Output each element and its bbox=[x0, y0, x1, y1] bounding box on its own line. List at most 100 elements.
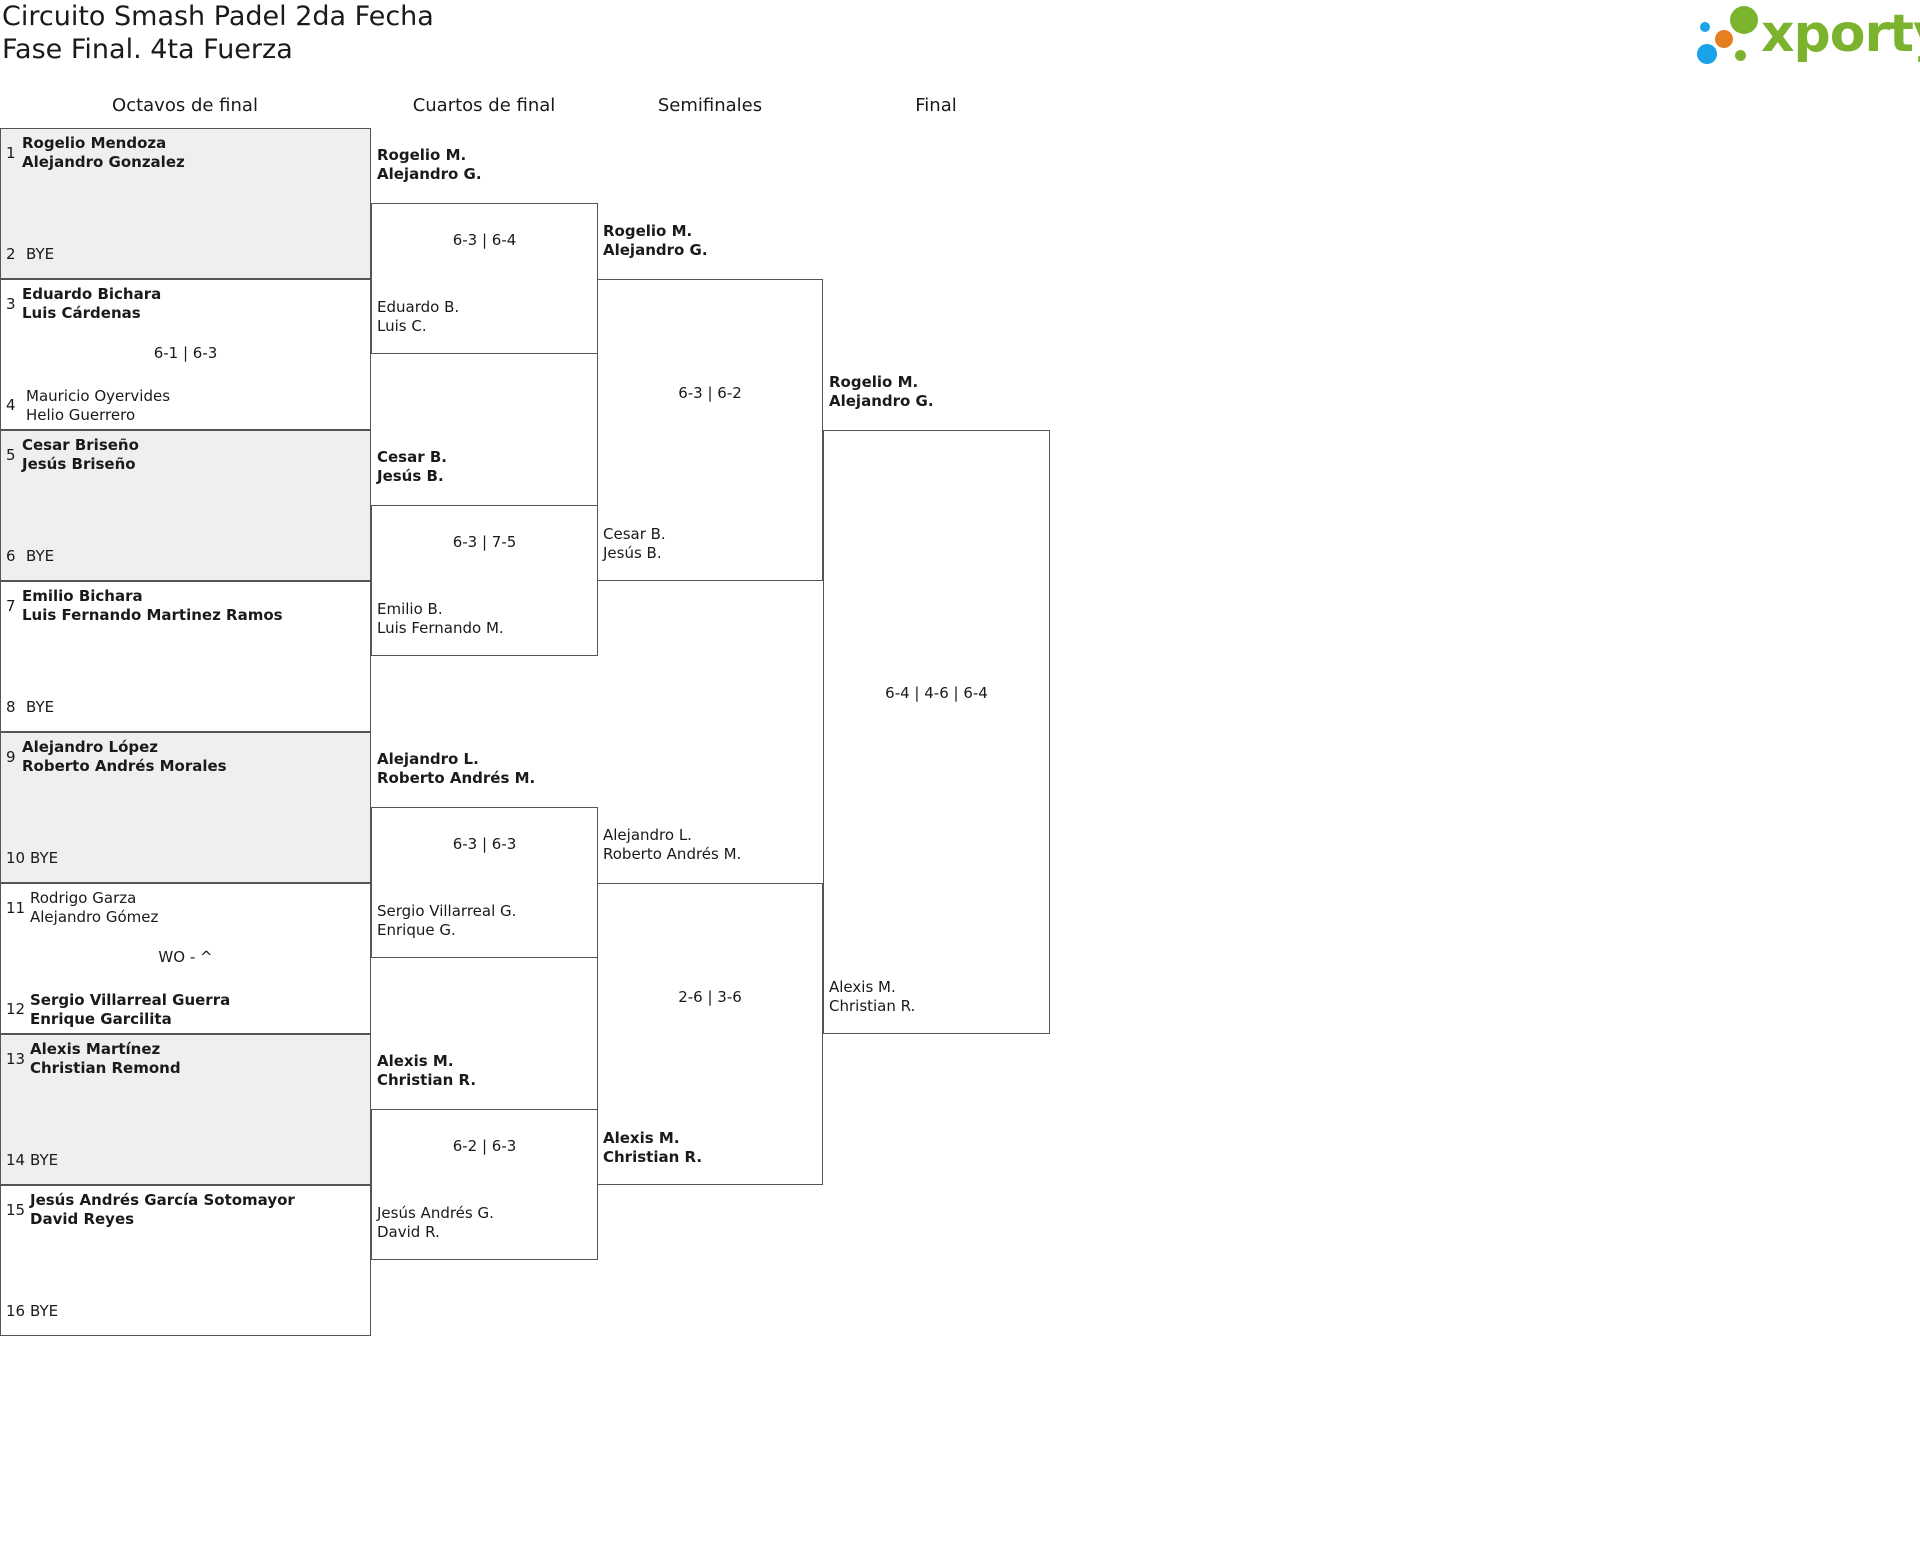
player-name: Sergio Villarreal Guerra bbox=[30, 991, 231, 1009]
player-name: Alejandro L. bbox=[603, 826, 692, 844]
r16-match[interactable] bbox=[0, 128, 371, 279]
qf-match[interactable] bbox=[371, 807, 598, 958]
player-name: Christian R. bbox=[829, 997, 916, 1015]
seed-number: 14 bbox=[6, 1151, 26, 1169]
page-subtitle: Fase Final. 4ta Fuerza bbox=[2, 34, 293, 65]
logo-dot-small-blue-icon bbox=[1700, 22, 1710, 32]
player-name: Luis Fernando Martinez Ramos bbox=[22, 606, 283, 624]
match-score: 6-3 | 6-2 bbox=[678, 384, 742, 402]
r16-match[interactable] bbox=[0, 581, 371, 732]
player-name: Jesús B. bbox=[603, 544, 662, 562]
player-name: Alexis M. bbox=[377, 1052, 454, 1070]
seed-number: 10 bbox=[6, 849, 26, 867]
sf-team-top: Alejandro L.Roberto Andrés M. bbox=[603, 826, 741, 864]
seed-number: 5 bbox=[6, 446, 16, 464]
player-name: BYE bbox=[30, 849, 59, 867]
seed-number: 3 bbox=[6, 295, 16, 313]
player-name: Emilio B. bbox=[377, 600, 443, 618]
match-score: 6-2 | 6-3 bbox=[452, 1137, 517, 1155]
player-name: Cesar B. bbox=[603, 525, 666, 543]
logo-dot-orange-icon bbox=[1715, 30, 1733, 48]
player-name: Eduardo Bichara bbox=[22, 285, 162, 303]
qf-match[interactable] bbox=[371, 203, 598, 354]
match-score: 6-1 | 6-3 bbox=[153, 344, 218, 362]
qf-team-top: Cesar B.Jesús B. bbox=[377, 448, 447, 486]
qf-team-bottom: Sergio Villarreal G.Enrique G. bbox=[377, 902, 516, 940]
r16-team-bottom: BYE bbox=[30, 1151, 58, 1170]
player-name: David R. bbox=[377, 1223, 440, 1241]
player-name: Christian R. bbox=[377, 1071, 477, 1089]
r16-match[interactable] bbox=[0, 279, 371, 430]
player-name: Mauricio Oyervides bbox=[26, 387, 171, 405]
player-name: Enrique Garcilita bbox=[30, 1010, 172, 1028]
round-header-qf: Cuartos de final bbox=[412, 95, 556, 116]
r16-team-bottom: BYE bbox=[26, 547, 54, 566]
seed-number: 9 bbox=[6, 748, 16, 766]
player-name: Alejandro Gonzalez bbox=[22, 153, 185, 171]
qf-team-top: Alexis M.Christian R. bbox=[377, 1052, 476, 1090]
sf-match[interactable] bbox=[597, 279, 823, 581]
player-name: David Reyes bbox=[30, 1210, 135, 1228]
r16-match[interactable] bbox=[0, 883, 371, 1034]
r16-match[interactable] bbox=[0, 430, 371, 581]
player-name: Alexis M. bbox=[603, 1129, 680, 1147]
player-name: Roberto Andrés M. bbox=[603, 845, 742, 863]
final-match[interactable] bbox=[823, 430, 1050, 1034]
r16-team-bottom: BYE bbox=[26, 245, 54, 264]
player-name: Rogelio M. bbox=[603, 222, 693, 240]
player-name: Roberto Andrés M. bbox=[377, 769, 536, 787]
final-team-bottom: Alexis M.Christian R. bbox=[829, 978, 915, 1016]
round-header-sf: Semifinales bbox=[657, 95, 763, 116]
player-name: Helio Guerrero bbox=[26, 406, 136, 424]
player-name: Alexis M. bbox=[829, 978, 896, 996]
player-name: Roberto Andrés Morales bbox=[22, 757, 227, 775]
player-name: Luis C. bbox=[377, 317, 427, 335]
seed-number: 11 bbox=[6, 899, 26, 917]
r16-match[interactable] bbox=[0, 1034, 371, 1185]
player-name: Cesar Briseño bbox=[22, 436, 139, 454]
qf-team-top: Rogelio M.Alejandro G. bbox=[377, 146, 482, 184]
match-score: WO - ^ bbox=[158, 948, 213, 966]
player-name: BYE bbox=[26, 245, 55, 263]
player-name: Jesús B. bbox=[377, 467, 444, 485]
r16-match[interactable] bbox=[0, 1185, 371, 1336]
seed-number: 13 bbox=[6, 1050, 26, 1068]
seed-number: 15 bbox=[6, 1201, 26, 1219]
r16-team-bottom: BYE bbox=[26, 698, 54, 717]
player-name: Alejandro López bbox=[22, 738, 159, 756]
r16-team-bottom: BYE bbox=[30, 1302, 58, 1321]
r16-match[interactable] bbox=[0, 732, 371, 883]
player-name: Alejandro Gómez bbox=[30, 908, 159, 926]
logo-text: xporty bbox=[1761, 4, 1920, 64]
sf-match[interactable] bbox=[597, 883, 823, 1185]
match-score: 6-3 | 7-5 bbox=[452, 533, 517, 551]
qf-team-top: Alejandro L.Roberto Andrés M. bbox=[377, 750, 535, 788]
sf-team-bottom: Alexis M.Christian R. bbox=[603, 1129, 702, 1167]
seed-number: 8 bbox=[6, 698, 16, 716]
qf-match[interactable] bbox=[371, 1109, 598, 1260]
player-name: Cesar B. bbox=[377, 448, 447, 466]
seed-number: 12 bbox=[6, 1000, 26, 1018]
player-name: BYE bbox=[26, 547, 55, 565]
logo-dot-green-icon bbox=[1730, 6, 1758, 34]
player-name: Jesús Andrés García Sotomayor bbox=[30, 1191, 295, 1209]
match-score: 6-4 | 4-6 | 6-4 bbox=[885, 684, 988, 702]
qf-match[interactable] bbox=[371, 505, 598, 656]
player-name: Christian Remond bbox=[30, 1059, 181, 1077]
match-score: 6-3 | 6-3 bbox=[452, 835, 517, 853]
player-name: Emilio Bichara bbox=[22, 587, 143, 605]
xporty-logo: xporty bbox=[1695, 4, 1920, 68]
player-name: BYE bbox=[30, 1151, 59, 1169]
sf-team-top: Rogelio M.Alejandro G. bbox=[603, 222, 708, 260]
qf-team-bottom: Jesús Andrés G.David R. bbox=[377, 1204, 494, 1242]
qf-team-bottom: Eduardo B.Luis C. bbox=[377, 298, 459, 336]
sf-team-bottom: Cesar B.Jesús B. bbox=[603, 525, 666, 563]
player-name: Alejandro G. bbox=[377, 165, 482, 183]
